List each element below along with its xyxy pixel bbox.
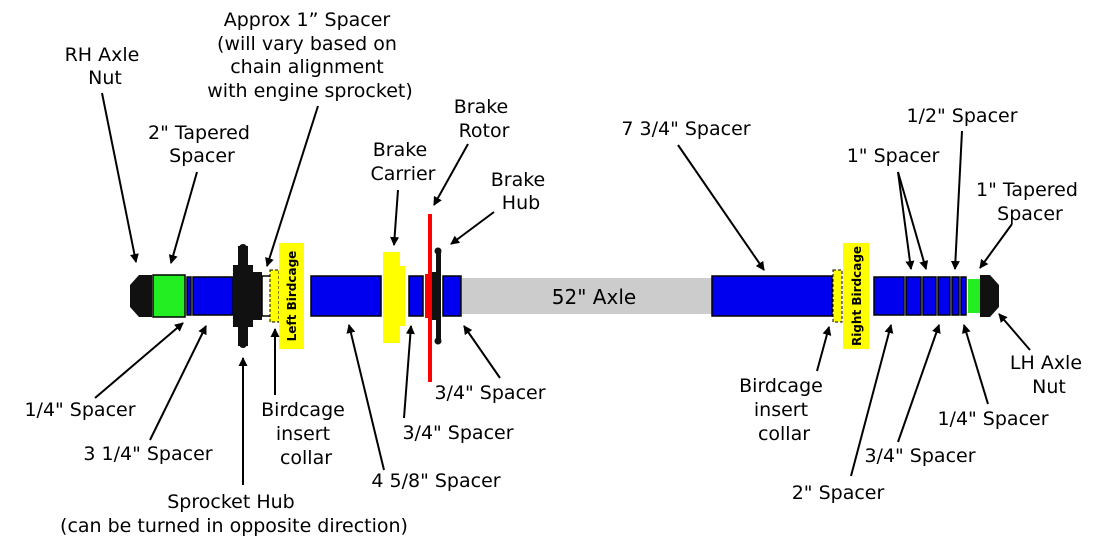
- arrow-spacer-1in-b: [897, 171, 929, 270]
- arrow-brake-hub: [450, 211, 495, 245]
- label-brake-carrier: Brake Carrier: [371, 139, 436, 185]
- spacer-1in-a: [922, 276, 937, 316]
- label-spacer-quarter-right: 1/4" Spacer: [937, 408, 1048, 430]
- spacer-3-1-4: [192, 276, 234, 316]
- arrow-tapered-spacer-2in: [168, 171, 198, 264]
- axle-label: 52" Axle: [552, 285, 636, 309]
- rh-axle-nut: [130, 275, 152, 317]
- label-sprocket-hub: Sprocket Hub (can be turned in opposite …: [60, 491, 408, 537]
- spacer-quarter-left: [186, 276, 192, 316]
- label-lh-axle-nut: LH Axle Nut: [1010, 352, 1088, 398]
- label-spacer-2in: 2" Spacer: [792, 482, 885, 504]
- spacer-3-4-right: [905, 276, 922, 316]
- right-birdcage-label: Right Birdcage: [850, 246, 864, 346]
- arrow-spacer-quarter-left: [94, 322, 184, 399]
- label-birdcage-collar-left: Birdcage insert collar: [261, 399, 351, 469]
- tapered-spacer-2in: [152, 274, 186, 318]
- arrow-birdcage-collar-right: [816, 326, 832, 372]
- arrow-spacer-half: [950, 130, 963, 270]
- arrow-brake-carrier: [390, 189, 400, 246]
- brake-rotor-hub: [425, 274, 435, 318]
- spacer-half: [951, 276, 960, 316]
- spacer-4-5-8: [310, 275, 382, 317]
- right-birdcage: [843, 243, 869, 349]
- birdcage-insert-collar-right: [832, 269, 843, 323]
- axle-assembly: 52" Axle Left Birdcage: [130, 214, 999, 382]
- spacer-3-4-a: [408, 275, 424, 317]
- label-tapered-spacer-1in: 1" Tapered Spacer: [976, 179, 1084, 225]
- label-spacer-quarter-left: 1/4" Spacer: [24, 399, 135, 421]
- arrow-lh-axle-nut: [998, 313, 1031, 351]
- lh-axle-nut: [980, 275, 999, 317]
- spacer-3-4-b: [442, 275, 462, 317]
- label-tapered-spacer-2in: 2" Tapered Spacer: [148, 122, 256, 167]
- label-spacer-3-4-right: 3/4" Spacer: [864, 445, 975, 467]
- arrow-spacer-7-3-4: [677, 144, 765, 271]
- spacer-2in: [873, 276, 905, 316]
- arrow-rh-axle-nut: [101, 92, 139, 263]
- spacer-quarter-right: [960, 276, 967, 316]
- label-spacer-1in: 1" Spacer: [847, 145, 940, 167]
- arrow-tapered-spacer-1in: [979, 223, 1013, 269]
- labels: RH Axle Nut 2" Tapered Spacer Approx 1” …: [24, 9, 1088, 537]
- birdcage-insert-collar-left: [269, 269, 280, 323]
- arrow-spacer-1in-a: [897, 171, 915, 270]
- label-spacer-3-4-b: 3/4" Spacer: [434, 382, 545, 404]
- label-approx-1in-spacer: Approx 1” Spacer (will vary based on cha…: [207, 9, 413, 102]
- axle-bar: [462, 278, 712, 314]
- brake-carrier: [383, 252, 405, 343]
- label-spacer-3-4-a: 3/4" Spacer: [402, 422, 513, 444]
- arrow-spacer-3-4-right: [897, 324, 941, 443]
- arrow-brake-rotor: [433, 143, 469, 206]
- label-brake-rotor: Brake Rotor: [454, 96, 515, 142]
- left-birdcage-label: Left Birdcage: [285, 251, 299, 342]
- label-brake-hub: Brake Hub: [491, 169, 552, 214]
- spacer-7-3-4: [711, 275, 833, 317]
- arrow-spacer-3-4-b: [463, 325, 501, 379]
- label-spacer-4-5-8: 4 5/8" Spacer: [371, 470, 500, 492]
- left-birdcage: [279, 243, 304, 349]
- tapered-spacer-1in: [968, 279, 980, 313]
- sprocket-hub: [233, 244, 262, 348]
- label-spacer-7-3-4: 7 3/4" Spacer: [621, 118, 750, 140]
- arrow-spacer-4-5-8: [346, 324, 385, 471]
- label-spacer-3-1-4: 3 1/4" Spacer: [83, 443, 212, 465]
- label-spacer-half: 1/2" Spacer: [906, 105, 1017, 127]
- leader-arrows: [94, 92, 1031, 485]
- arrow-approx-1in-spacer: [265, 105, 319, 267]
- arrow-spacer-2in: [850, 324, 894, 477]
- label-rh-axle-nut: RH Axle Nut: [65, 44, 146, 89]
- brake-hub: [432, 247, 442, 345]
- arrow-spacer-3-1-4: [149, 325, 207, 441]
- arrow-spacer-quarter-right: [962, 324, 989, 405]
- spacer-1in-b: [937, 276, 951, 316]
- label-birdcage-collar-right: Birdcage insert collar: [739, 375, 829, 445]
- arrow-spacer-3-4-a: [403, 325, 415, 419]
